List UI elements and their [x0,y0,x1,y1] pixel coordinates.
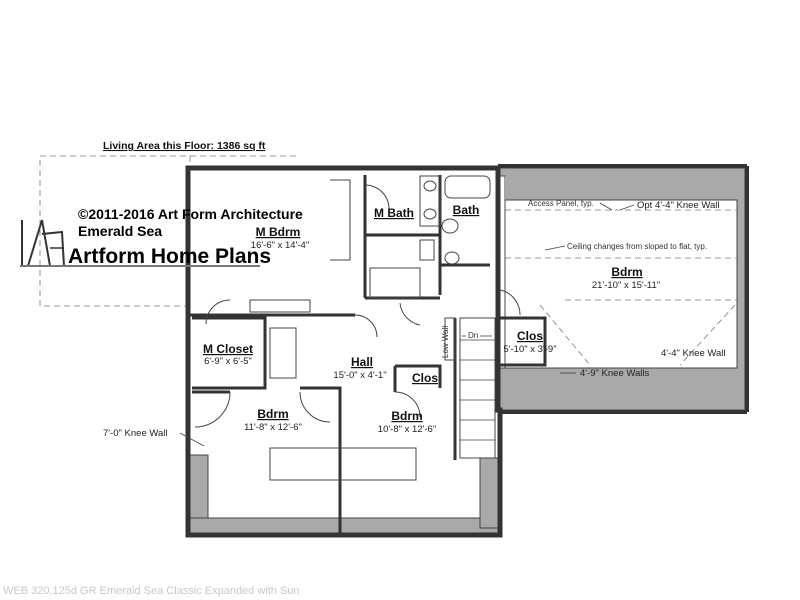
access-panel-note: Access Panel, typ. [528,199,594,208]
copyright-line1: ©2011-2016 Art Form Architecture [78,206,303,222]
low-wall-note: Low Wall [441,326,450,358]
ceiling-change-note: Ceiling changes from sloped to flat, typ… [567,242,707,251]
knee-wall-44-note: 4'-4" Knee Wall [661,348,726,359]
fixtures [249,175,496,481]
bdrm-lower-left-dims: 11'-8" x 12'-6" [244,422,302,433]
m-closet-dims: 6'-9" x 6'-5" [204,356,252,367]
clos-right-label: Clos [517,329,543,343]
bdrm-upper-right-dims: 21'-10" x 15'-11" [592,280,660,291]
m-closet-label: M Closet [203,342,253,356]
m-bdrm-dims: 16'-6" x 14'-4" [251,240,309,251]
footer-caption: WEB 320.125d GR Emerald Sea Classic Expa… [3,585,300,597]
m-bath-label: M Bath [374,206,414,220]
m-bdrm-label: M Bdrm [256,225,301,239]
dn-note: Dn [468,331,478,340]
watermark: ©2011-2016 Art Form Architecture Emerald… [20,206,303,268]
bdrm-lower-mid-dims: 10'-8" x 12'-6" [378,424,436,435]
brand-name: Artform Home Plans [68,245,271,268]
clos-right-dims: 5'-10" x 3'-9" [503,344,556,355]
hall-dims: 15'-0" x 4'-1" [333,370,386,381]
bdrm-lower-left-label: Bdrm [257,407,288,421]
opt-knee-wall-note: Opt 4'-4" Knee Wall [637,200,719,211]
artform-logo-icon [20,219,260,267]
bdrm-lower-mid-label: Bdrm [391,409,422,423]
copyright-line2: Emerald Sea [78,223,162,239]
clos-hall-label: Clos [412,371,438,385]
living-area-text: Living Area this Floor: 1386 sq ft [103,140,266,152]
bdrm-upper-right-label: Bdrm [611,265,642,279]
knee-walls-49-note: 4'-9" Knee Walls [580,368,650,379]
exterior-walls [185,164,749,538]
door-swings [194,184,521,428]
knee-wall-70-note: 7'-0" Knee Wall [103,428,168,439]
bath-label: Bath [453,203,480,217]
hall-label: Hall [351,355,373,369]
